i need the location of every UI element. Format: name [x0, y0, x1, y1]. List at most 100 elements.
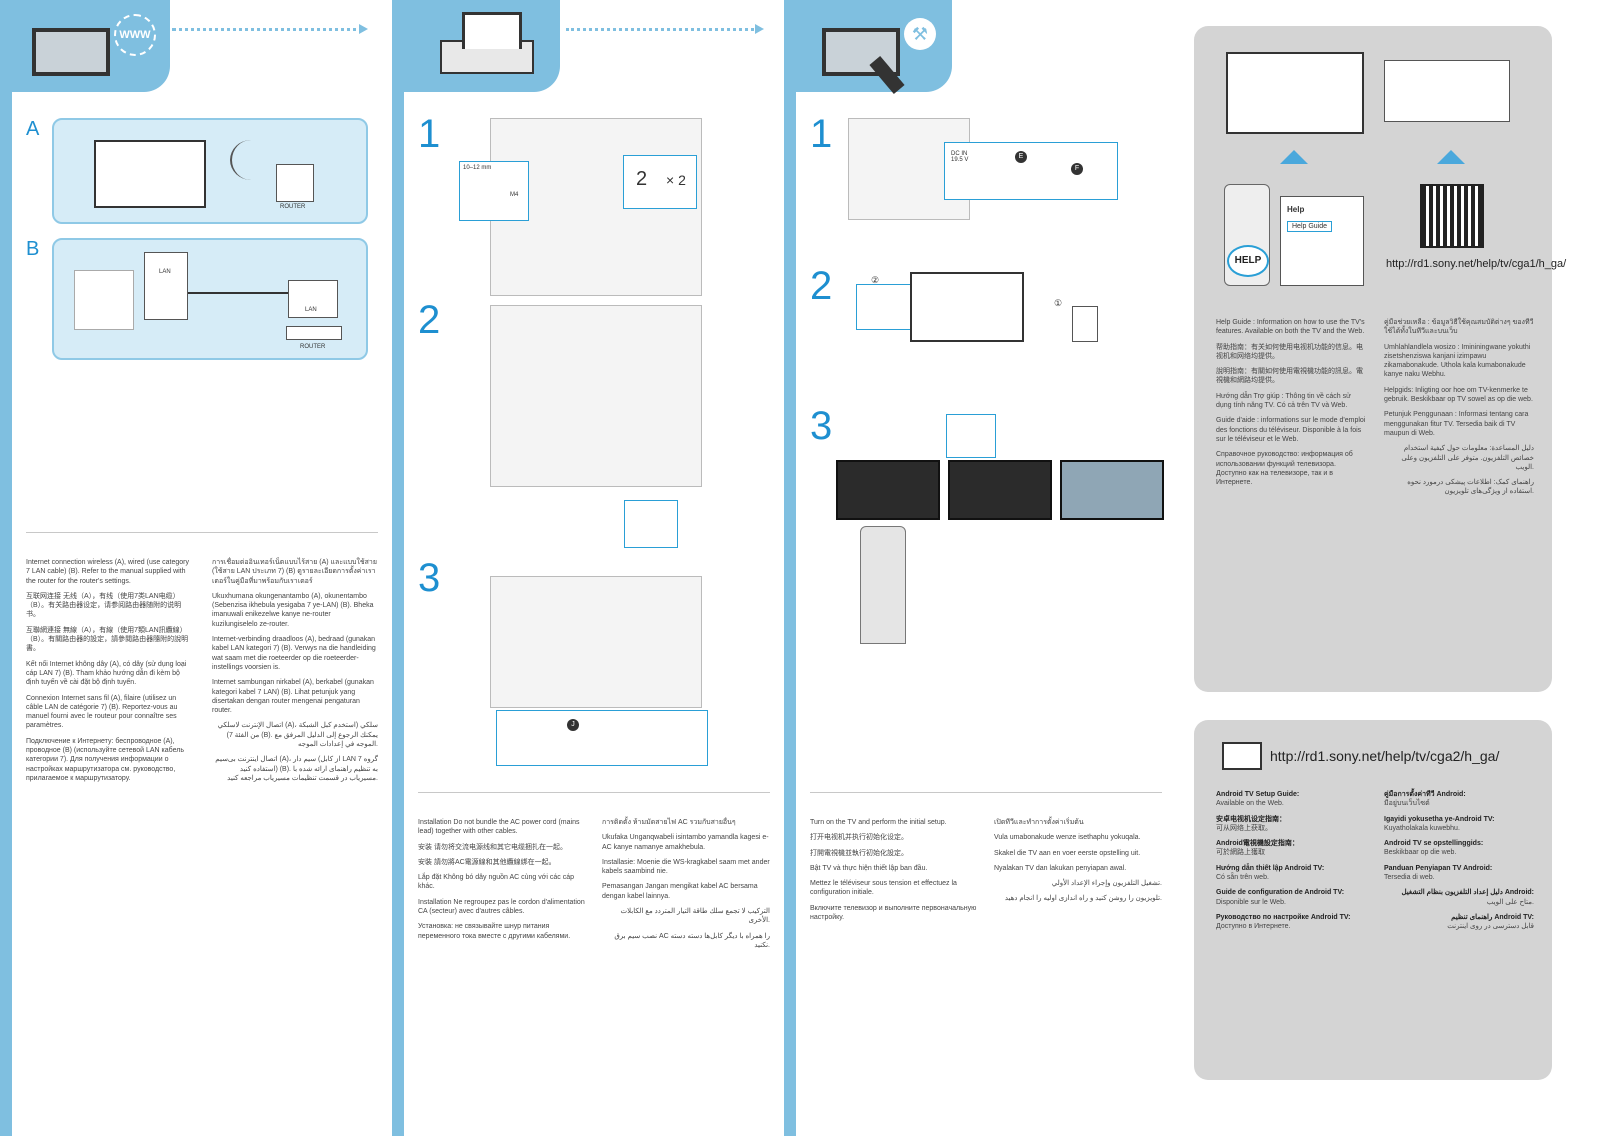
divider [810, 792, 1162, 793]
para: Guide d'aide : informations sur le mode … [1216, 417, 1366, 443]
installation-text-col1: Installation Do not bundle the AC power … [418, 818, 586, 947]
bracket-callout: 2 × 2 [623, 155, 697, 209]
setup-text-col1: Android TV Setup Guide:Available on the … [1216, 790, 1376, 938]
setup-item: Panduan Penyiapan TV Android:Tersedia di… [1384, 864, 1534, 883]
step2-illustration [490, 305, 702, 487]
para: Installation Ne regroupez pas le cordon … [418, 898, 585, 916]
para: 安装 请勿将交流电源线和其它电缆捆扎在一起。 [418, 843, 567, 851]
power-button-callout: ② [856, 275, 914, 330]
label-e: E [1015, 151, 1027, 163]
para: คู่มือช่วยเหลือ : ข้อมูลวิธีใช้คุณสมบัติ… [1384, 319, 1534, 336]
help-menu-screen: Help Help Guide [1280, 196, 1364, 286]
setup-item: คู่มือการตั้งค่าทีวี Android: มีอยู่บนเว็… [1384, 790, 1534, 809]
internet-text-col1: Internet connection wireless (A), wired … [26, 558, 192, 789]
divider [26, 532, 378, 533]
setup-item: Hướng dẫn thiết lập Android TV:Có sẵn tr… [1216, 864, 1376, 883]
remote-control [860, 526, 906, 644]
step3-illustration [490, 576, 702, 708]
para: 說明指南：有關如何使用電視機功能的訊息。電視機和網路均提供。 [1216, 368, 1363, 385]
setup-title: Guide de configuration de Android TV: [1216, 889, 1345, 897]
dc-in-label: DC IN 19.5 V [951, 151, 969, 163]
setup-body: قابل دسترسی در روی اینترنت [1447, 923, 1534, 931]
lan-label-tv: LAN [159, 269, 171, 275]
section-a-label: A [26, 118, 40, 140]
dotted-arrow [172, 24, 368, 34]
screw-callout: 10–12 mm M4 [459, 161, 529, 221]
dotted-arrow [566, 24, 764, 34]
para: Umhlahlandlela wosizo : Imininingwane yo… [1384, 343, 1531, 379]
setup-title: 安卓电视机设定指南： [1216, 815, 1286, 823]
setup-body: Tersedia di web. [1384, 874, 1435, 882]
tv-side-view [910, 272, 1024, 342]
para: Installasie: Moenie die WS-kragkabel saa… [602, 858, 770, 876]
step-1: 1 [418, 112, 441, 156]
lan-label-router: LAN [305, 307, 317, 313]
step-1: 1 [810, 112, 833, 156]
setup-body: Kuyatholakala kuwebhu. [1384, 824, 1460, 832]
circle-1: ① [1054, 298, 1063, 308]
step-2: 2 [810, 264, 833, 308]
para: Справочное руководство: информация об ис… [1216, 451, 1353, 487]
wall-outlet [1072, 306, 1098, 342]
para: Vula umabonakude wenze isethaphu yokuqal… [994, 834, 1141, 842]
setup-title: راهنمای تنظیم Android TV: [1451, 913, 1534, 921]
para: 帮助指南：有关如何使用电视机功能的信息。电视机和网络均提供。 [1216, 343, 1363, 360]
panel2-left-stripe [392, 0, 404, 1136]
setup-title: Android電視機設定指南： [1216, 840, 1299, 848]
wifi-icon [230, 140, 272, 180]
step-2: 2 [418, 298, 441, 342]
help-guide-button: Help Guide [1287, 221, 1333, 232]
para: การเชื่อมต่ออินเทอร์เน็ตแบบไร้สาย (A) แล… [212, 559, 377, 585]
help-heading: Help [1287, 205, 1305, 214]
help-text-col1: Help Guide : Information on how to use t… [1216, 318, 1366, 493]
step-3: 3 [418, 556, 441, 600]
para: Nyalakan TV dan lakukan penyiapan awal. [994, 864, 1127, 872]
para: 打开电视机并执行初始化设定。 [810, 834, 908, 842]
setup-text-col2: คู่มือการตั้งค่าทีวี Android: มีอยู่บนเว็… [1384, 790, 1534, 938]
help-button: HELP [1227, 245, 1269, 277]
para: Включите телевизор и выполните первонача… [810, 904, 977, 922]
para: Skakel die TV aan en voer eerste opstell… [994, 849, 1141, 857]
tv-icon [32, 28, 110, 76]
section-b-label: B [26, 238, 40, 260]
para: اتصال اینترنت بی‌سیم (A)، سیم دار (از کا… [215, 756, 378, 782]
setup-url: http://rd1.sony.net/help/tv/cga2/h_ga/ [1270, 748, 1500, 764]
para: Kết nối Internet không dây (A), có dây (… [26, 660, 187, 687]
setup-item: Guide de configuration de Android TV:Dis… [1216, 888, 1376, 907]
para: 互聯網連接 無線（A），有線（使用7類LAN訊纜線）（B）。有關路由器的設定，請… [26, 626, 189, 653]
setup-title: คู่มือการตั้งค่าทีวี Android: [1384, 791, 1466, 798]
para: 打開電視機並執行初始化設定。 [810, 849, 908, 857]
help-screen-web [1384, 60, 1510, 122]
installation-text-col2: การติดตั้ง ห้ามมัดสายไฟ AC รวมกับสายอื่น… [602, 818, 770, 956]
setup-item: Android電視機設定指南：可於網路上獲取 [1216, 839, 1376, 858]
para: Internet sambungan nirkabel (A), berkabe… [212, 679, 374, 715]
para: Helpgids: Inligting oor hoe om TV-kenmer… [1384, 386, 1533, 404]
setup-item: 安卓电视机设定指南：可从网络上获取。 [1216, 815, 1376, 834]
para: التركيب لا تجمع سلك طاقة التيار المتردد … [620, 908, 770, 925]
para: เปิดทีวีและทำการตั้งค่าเริ่มต้น [994, 819, 1084, 826]
para: Bật TV và thực hiện thiết lập ban đầu. [810, 864, 928, 872]
setup-guide-panel [1194, 720, 1552, 1080]
para: 互联网连接 无线（A），有线（使用7类LAN电缆）（B）。有关路由器设定，请参阅… [26, 592, 182, 619]
screen-setup-3 [1060, 460, 1164, 520]
para: نصب سیم برق AC را همراه با دیگر کابل‌ها … [614, 932, 770, 949]
router-label: ROUTER [280, 204, 306, 210]
setup-body: Доступно в Интернете. [1216, 923, 1291, 931]
up-arrow-left [1280, 150, 1308, 164]
para: 安裝 請勿將AC電源線和其他纜線綁在一起。 [418, 858, 556, 866]
bracket-number: 2 [636, 168, 648, 190]
setup-title: Android TV se opstellinggids: [1384, 840, 1484, 848]
bracket-multiplier: × 2 [666, 172, 686, 188]
setup-item: راهنمای تنظیم Android TV: قابل دسترسی در … [1384, 913, 1534, 932]
setup-item: Igayidi yokusetha ye-Android TV:Kuyathol… [1384, 815, 1534, 834]
setup-title: Руководство по настройке Android TV: [1216, 913, 1351, 921]
globe-icon: WWW [114, 14, 156, 56]
setup-body: متاح على الويب. [1486, 898, 1534, 906]
up-arrow-right [1437, 150, 1465, 164]
label-f: F [1071, 163, 1083, 175]
setup-body: มีอยู่บนเว็บไซต์ [1384, 800, 1430, 808]
para: Lắp đặt Không bó dây nguồn AC cùng với c… [418, 874, 574, 891]
para: Petunjuk Penggunaan : Informasi tentang … [1384, 411, 1529, 437]
divider [418, 792, 770, 793]
screw-length: 10–12 mm [463, 165, 492, 171]
